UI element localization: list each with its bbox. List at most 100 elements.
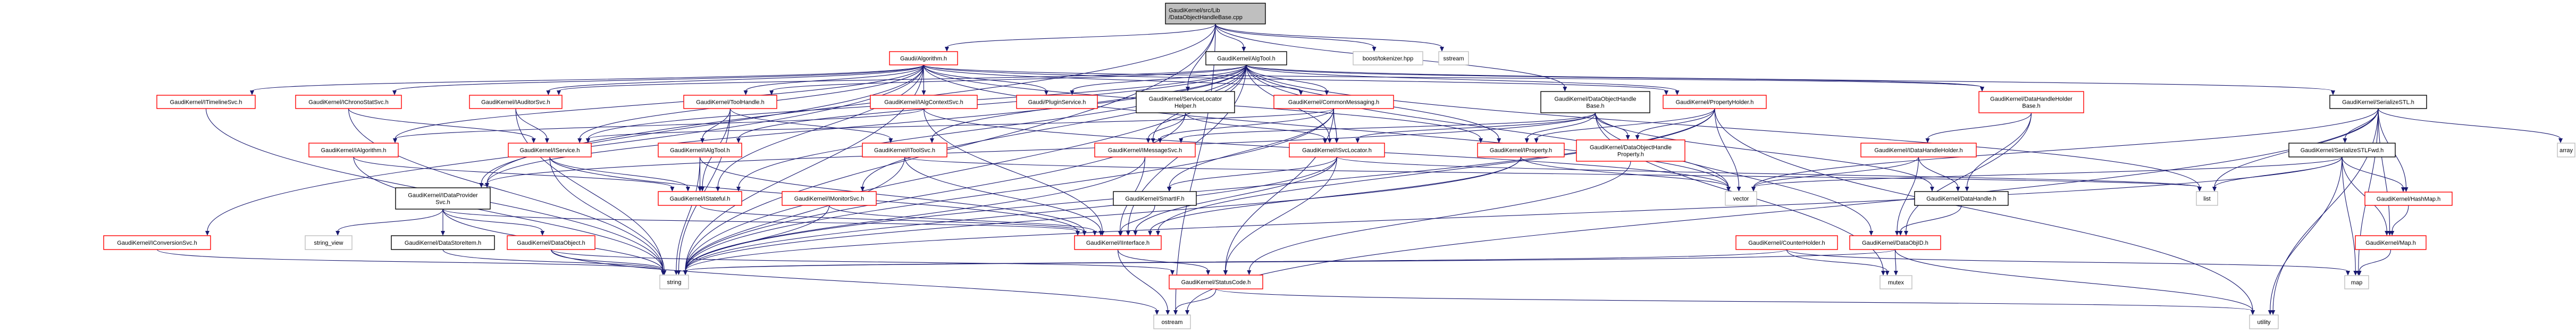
node-iproperty[interactable]: GaudiKernel/IProperty.h [1477,143,1565,157]
arrowhead-dataobjecthandlebase-to-dataobjid [1869,231,1874,236]
edge-toolhandle-to-string [678,108,731,271]
edge-iinterface-to-ostream [1117,249,1168,311]
node-label-algtool: GaudiKernel/AlgTool.h [1217,56,1275,62]
edge-idatahandleholder-to-dataobjid [1897,156,1919,232]
edge-root-to-servicelocatorhelper [1187,23,1216,88]
node-label-dataobjecthandleproperty: GaudiKernel/DataObjectHandle [1590,145,1672,151]
node-box-algtool [1205,51,1287,65]
arrowhead-algorithm-to-propertyholder [1664,90,1668,95]
arrowhead-algorithm-to-itimelinesvc [250,90,254,95]
arrowhead-ialgtool-to-istateful [698,187,702,192]
node-box-string_view [305,235,353,250]
edge-root-to-ostream [1175,23,1216,311]
node-ichronostatsvc[interactable]: GaudiKernel/IChronoStatSvc.h [295,95,402,109]
node-dataobjid[interactable]: GaudiKernel/DataObjID.h [1849,235,1941,250]
node-imonitorsvc[interactable]: GaudiKernel/IMonitorSvc.h [782,191,877,206]
node-box-utility [2249,314,2279,329]
node-istateful[interactable]: GaudiKernel/IStateful.h [658,191,742,206]
node-box-dataobjecthandleproperty [1576,139,1685,162]
edge-dataobjecthandlebase-to-idataprovidersvc [486,112,1596,184]
edge-toolhandle-to-ialgtool [702,108,731,139]
node-itoolsvc[interactable]: GaudiKernel/IToolSvc.h [862,143,947,157]
node-serializestl[interactable]: GaudiKernel/SerializeSTL.h [2329,95,2427,109]
node-label-smartif: GaudiKernel/SmartIF.h [1125,196,1184,202]
node-box-vector [1725,191,1757,206]
node-label-hashmap: GaudiKernel/HashMap.h [2377,196,2440,203]
edge-serializestlfwd-to-string [685,156,2343,271]
edge-ialgcontextsvc-to-ialgorithm [395,108,925,139]
node-pluginservice[interactable]: Gaudi/PluginService.h [1016,95,1098,109]
edge-dataobjecthandlebase-to-iproperty [1526,112,1596,139]
arrowhead-dataobjid-to-string [683,270,687,275]
node-algorithm[interactable]: Gaudi/Algorithm.h [889,51,958,65]
node-iauditorsvc[interactable]: GaudiKernel/IAuditorSvc.h [469,95,563,109]
arrowhead-algtool-to-iproperty [1497,138,1501,143]
edge-itoolsvc-to-iinterface [904,156,1101,232]
edge-servicelocatorhelper-to-isvclocator [1185,112,1325,139]
node-ialgorithm[interactable]: GaudiKernel/IAlgorithm.h [308,143,399,157]
node-ialgcontextsvc[interactable]: GaudiKernel/IAlgContextSvc.h [870,95,978,109]
node-serializestlfwd[interactable]: GaudiKernel/SerializeSTLFwd.h [2288,143,2396,157]
edge-isvclocator-to-list [1336,156,2200,188]
node-dataobject[interactable]: GaudiKernel/DataObject.h [507,235,595,250]
node-counterholder[interactable]: GaudiKernel/CounterHolder.h [1735,235,1838,250]
node-datastoreitem[interactable]: GaudiKernel/DataStoreItem.h [391,235,495,250]
arrowhead-algtool-to-toolhandle [769,90,774,95]
edge-idatahandleholder-to-vector [1753,156,1919,188]
node-smartif[interactable]: GaudiKernel/SmartIF.h [1113,191,1197,206]
edge-propertyholder-to-utility [1714,108,2253,311]
edge-algorithm-to-iauditorsvc [548,64,924,92]
arrowhead-serializestlfwd-to-list [2212,187,2217,192]
node-iinterface[interactable]: GaudiKernel/IInterface.h [1074,235,1162,250]
edge-algtool-to-pluginservice [1071,64,1247,92]
node-box-iconversionsvc [103,235,211,250]
node-box-itoolsvc [862,143,947,157]
edge-propertyholder-to-string [685,108,1715,271]
arrowhead-root-to-sstream [1440,47,1444,52]
node-root[interactable]: GaudiKernel/src/Lib/DataObjectHandleBase… [1165,3,1266,24]
node-label-sstream: sstream [1443,56,1464,62]
node-idatahandleholder[interactable]: GaudiKernel/IDataHandleHolder.h [1860,143,1977,157]
node-isvclocator[interactable]: GaudiKernel/ISvcLocator.h [1289,143,1385,157]
node-box-isvclocator [1289,143,1385,157]
node-iservice[interactable]: GaudiKernel/IService.h [508,143,592,157]
node-ostream: ostream [1153,314,1191,329]
arrowhead-serializestl-to-hashmap [2404,187,2409,192]
arrowhead-serializestlfwd-to-map [2353,271,2358,276]
arrowhead-ialgorithm-to-istateful [670,187,675,192]
edge-counterholder-to-string [685,249,1788,271]
arrowhead-istateful-to-iinterface [1082,231,1087,236]
arrowhead-iservice-to-istateful [685,187,690,192]
node-dataobjecthandlebase[interactable]: GaudiKernel/DataObjectHandleBase.h [1540,91,1650,113]
node-datahandle[interactable]: GaudiKernel/DataHandle.h [1914,191,2009,206]
arrowhead-isvclocator-to-list [2197,187,2202,192]
node-box-toolhandle [683,95,777,109]
edge-iproperty-to-vector [1520,156,1729,188]
node-propertyholder[interactable]: GaudiKernel/PropertyHolder.h [1663,95,1767,109]
arrowhead-datahandle-to-dataobjid [1898,231,1903,236]
node-itimelinesvc[interactable]: GaudiKernel/ITimelineSvc.h [156,95,256,109]
node-toolhandle[interactable]: GaudiKernel/ToolHandle.h [683,95,777,109]
node-label-vector: vector [1733,196,1749,202]
edge-servicelocatorhelper-to-string [685,112,1186,271]
arrowhead-algtool-to-datahandleholderbase [1980,87,1984,92]
arrowhead-datahandleholderbase-to-datahandle [1965,187,1969,192]
node-map_h[interactable]: GaudiKernel/Map.h [2355,235,2427,250]
node-hashmap[interactable]: GaudiKernel/HashMap.h [2364,192,2453,206]
node-statuscode[interactable]: GaudiKernel/StatusCode.h [1169,275,1263,289]
node-imessagesvc[interactable]: GaudiKernel/IMessageSvc.h [1094,143,1196,157]
node-commonmessaging[interactable]: GaudiKernel/CommonMessaging.h [1273,95,1394,109]
node-ialgtool[interactable]: GaudiKernel/IAlgTool.h [658,143,742,157]
edge-algorithm-to-itimelinesvc [251,64,924,92]
arrowhead-algorithm-to-commonmessaging [1298,90,1303,95]
node-iconversionsvc[interactable]: GaudiKernel/IConversionSvc.h [103,235,211,250]
edge-algtool-to-commonmessaging [1246,64,1327,92]
arrowhead-idataprovidersvc-to-datastoreitem [441,231,445,236]
node-algtool[interactable]: GaudiKernel/AlgTool.h [1205,51,1287,65]
edge-algtool-to-toolhandle [771,64,1247,92]
arrowhead-iproperty-to-iinterface [1148,231,1153,236]
